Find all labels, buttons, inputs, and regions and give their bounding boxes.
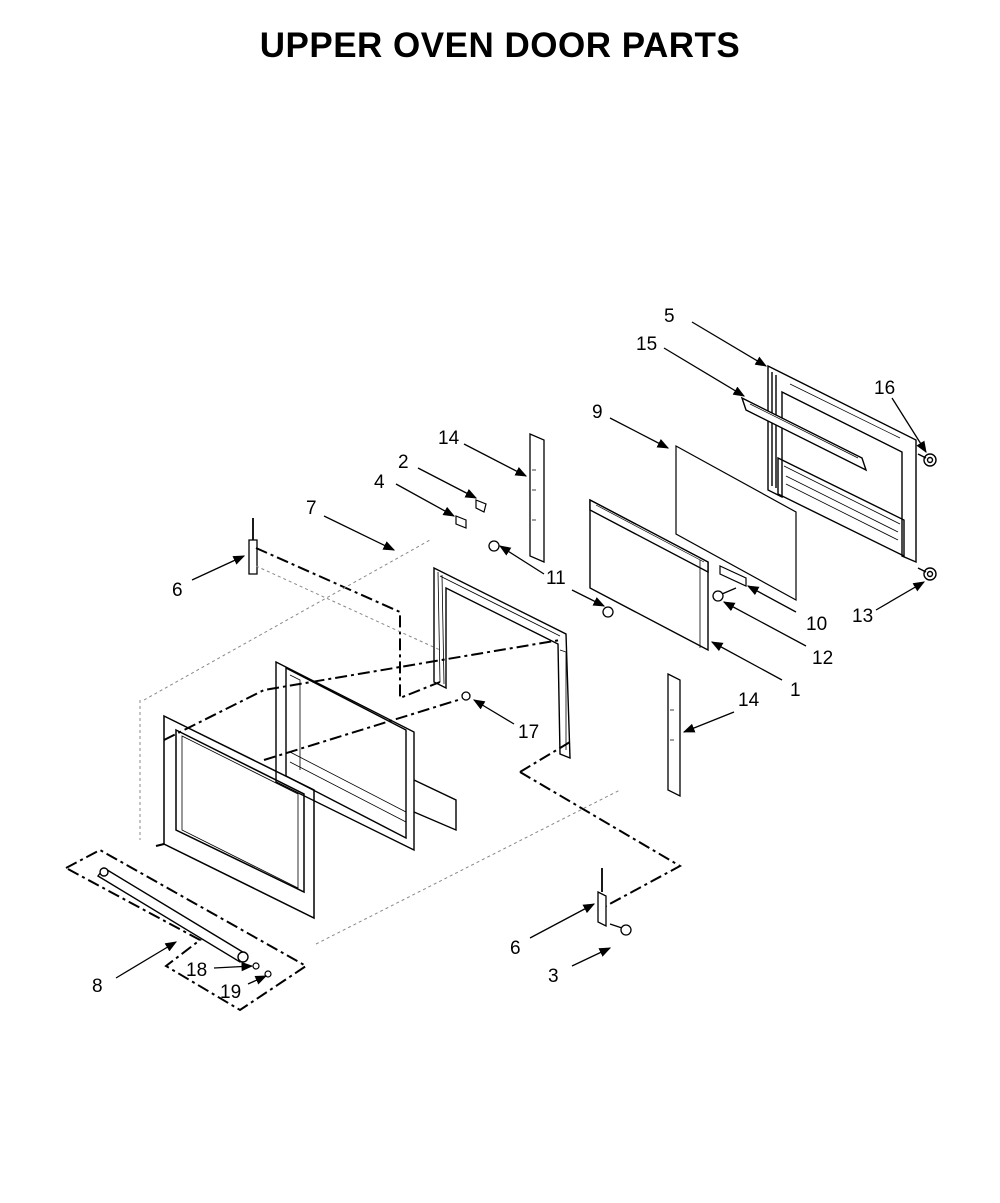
part-8-handle: [96, 867, 249, 963]
callout-13: 13: [852, 606, 873, 627]
part-1-inner-glass: [589, 498, 709, 652]
callout-16: 16: [874, 378, 895, 399]
part-3-screw: [609, 923, 632, 936]
callout-14-lower: 14: [738, 690, 760, 711]
callout-8: 8: [92, 976, 103, 997]
inner-door-frame: [275, 660, 457, 852]
part-14-upper-strip: [529, 433, 545, 563]
leader-arrows: [115, 321, 927, 985]
part-16-screw: [917, 453, 937, 467]
assembly-lines: [65, 547, 683, 1012]
callout-6-upper: 6: [172, 580, 183, 601]
callout-4: 4: [374, 472, 385, 493]
part-6-hinge-upper: [248, 518, 258, 575]
outer-door-panel: [163, 714, 315, 920]
callout-1: 1: [790, 680, 801, 701]
callout-15: 15: [636, 334, 657, 355]
callout-10: 10: [806, 614, 827, 635]
light-hidden-lines: [139, 539, 621, 945]
callout-5: 5: [664, 306, 675, 327]
part-11-screws: [488, 540, 614, 618]
part-7-door-frame: [433, 566, 571, 760]
callout-17: 17: [518, 722, 539, 743]
part-6-hinge-lower: [597, 868, 607, 928]
part-15-support-bar: [740, 396, 868, 472]
callout-3: 3: [548, 966, 559, 987]
part-5-rear-frame: [767, 364, 917, 564]
callout-7: 7: [306, 498, 317, 519]
part-9-glass-panel: [675, 444, 797, 602]
callout-2: 2: [398, 452, 409, 473]
callout-6-lower: 6: [510, 938, 521, 959]
part-14-lower-strip: [667, 672, 681, 798]
callout-19: 19: [220, 982, 241, 1003]
part-10-clip: [719, 565, 747, 587]
callout-11: 11: [546, 568, 566, 589]
callout-9: 9: [592, 402, 603, 423]
part-2-clip: [475, 499, 487, 513]
part-4-clip: [455, 515, 467, 529]
callout-14-upper: 14: [438, 428, 460, 449]
callout-18: 18: [186, 960, 207, 981]
diagram-title: UPPER OVEN DOOR PARTS: [259, 26, 741, 65]
part-17-screw: [461, 691, 471, 701]
part-12-screw: [712, 587, 737, 602]
part-13-screw: [917, 567, 937, 581]
part-18-19-screws: [252, 962, 272, 978]
callout-12: 12: [812, 648, 833, 669]
